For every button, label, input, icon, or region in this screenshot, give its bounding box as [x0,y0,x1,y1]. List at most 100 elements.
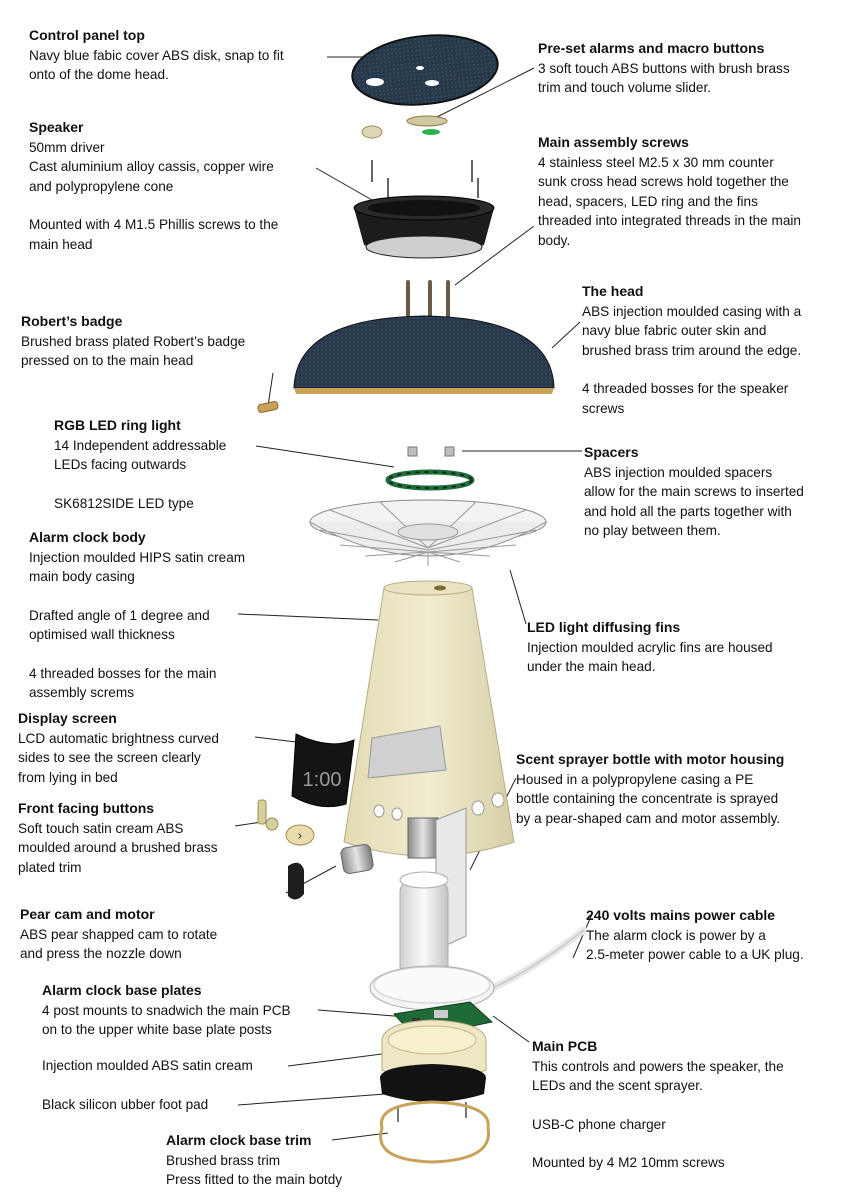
speaker-part [353,195,495,259]
label-line: The alarm clock is power by a [586,927,766,943]
front-buttons-part: › [257,799,315,846]
label-control-panel-top: Control panel top Navy blue fabic cover … [29,26,284,85]
label-spacers: Spacers ABS injection moulded spacers al… [584,443,804,541]
label-line: Press fitted to the main botdy [166,1172,343,1187]
label-title: Speaker [29,119,84,135]
label-line: 4 post mounts to snadwich the main PCB [42,1002,291,1018]
led-ring-part [385,469,475,491]
label-line: ABS injection moulded spacers [584,464,773,480]
label-line: and hold all the parts together with [584,503,792,519]
label-line: trim and touch volume slider. [538,80,712,95]
label-line: ABS pear shapped cam to rotate [20,926,218,942]
label-line: Brushed brass trim [166,1152,281,1168]
label-title: The head [582,283,644,299]
label-line: Soft touch satin cream ABS [18,820,184,836]
label-line: ABS injection moulded casing with a [582,303,802,319]
label-line: Injection moulded ABS satin cream [42,1058,253,1073]
label-line: allow for the main screws to inserted [584,484,804,499]
label-line: sunk cross head screws hold together the [538,174,789,189]
label-line: sides to see the screen clearly [18,750,201,765]
label-line: moulded around a brushed brass [18,840,218,855]
label-line: Brushed brass plated Robert’s badge [21,333,246,349]
label-line: main body casing [29,569,135,584]
label-line: plated trim [18,859,82,875]
base-trim-part [379,1100,491,1164]
label-line: body. [538,232,571,248]
label-title: Display screen [18,710,117,726]
label-foot-pad: Black silicon ubber foot pad [42,1095,208,1115]
label-line: on to the upper white base plate posts [42,1022,272,1037]
control-panel-top-part [351,34,499,106]
label-line: threaded into integrated threads in the … [538,213,801,228]
label-line: Navy blue fabic cover ABS disk, snap to … [29,47,284,63]
label-title: Main PCB [532,1038,598,1054]
label-line: 4 threaded bosses for the main [29,665,217,681]
label-line: SK6812SIDE LED type [54,495,194,511]
label-line: and polypropylene cone [29,178,174,194]
label-title: Scent sprayer bottle with motor housing [516,751,785,767]
scent-sprayer-part [399,807,467,981]
label-title: Spacers [584,444,639,460]
pear-cam-motor-part [288,844,374,900]
label-title: Control panel top [29,27,145,43]
head-part [293,315,555,394]
foot-pad-part [380,1064,486,1102]
label-main-pcb: Main PCB This controls and powers the sp… [532,1037,784,1173]
label-line: pressed on to the main head [21,353,194,368]
led-fins-part [309,499,547,566]
speaker-screws [371,160,479,198]
label-title: Alarm clock base trim [166,1132,312,1148]
label-base-trim: Alarm clock base trim Brushed brass trim… [166,1131,342,1190]
label-speaker: Speaker 50mm driver Cast aluminium alloy… [29,118,278,254]
label-line: by a pear-shaped cam and motor assembly. [516,810,781,826]
label-line: Mounted by 4 M2 10mm screws [532,1155,725,1170]
label-line: 2.5-meter power cable to a UK plug. [586,947,804,962]
label-rgb-led-ring: RGB LED ring light 14 Independent addres… [54,416,226,513]
label-led-fins: LED light diffusing fins Injection mould… [527,618,773,677]
label-title: Pear cam and motor [20,906,155,922]
label-line: assembly screms [29,685,134,700]
label-base-plates: Alarm clock base plates 4 post mounts to… [42,981,291,1040]
label-line: navy blue fabric outer skin and [582,323,767,338]
label-pear-cam: Pear cam and motor ABS pear shapped cam … [20,905,217,964]
label-line: LCD automatic brightness curved [18,730,219,746]
label-line: Cast aluminium alloy cassis, copper wire [29,159,274,174]
label-line: onto of the dome head. [29,67,169,82]
label-line: 4 threaded bosses for the speaker [582,381,789,396]
cream-base-plate-part [381,1019,487,1082]
label-preset-alarms: Pre-set alarms and macro buttons 3 soft … [538,39,790,98]
label-title: Alarm clock base plates [42,982,202,998]
label-roberts-badge: Robert’s badge Brushed brass plated Robe… [21,312,245,371]
label-title: Front facing buttons [18,800,155,816]
leader-lines [234,56,593,1141]
main-assembly-screws-part [406,280,450,324]
label-title: Main assembly screws [538,134,689,150]
label-line: USB-C phone charger [532,1116,666,1132]
label-line: LEDs and the scent sprayer. [532,1078,703,1093]
label-title: RGB LED ring light [54,417,181,433]
label-line: This controls and powers the speaker, th… [532,1058,784,1074]
label-line: main head [29,236,93,252]
label-line: 4 stainless steel M2.5 x 30 mm counter [538,154,774,170]
label-title: 240 volts mains power cable [586,907,776,923]
display-screen-part: 1:00 [291,733,355,808]
label-line: Drafted angle of 1 degree and [29,607,210,623]
label-display-screen: Display screen LCD automatic brightness … [18,709,219,787]
chevron-right-icon: › [297,829,302,844]
base-plates-part [369,965,495,1011]
label-alarm-clock-body: Alarm clock body Injection moulded HIPS … [29,528,245,703]
label-line: 50mm driver [29,139,105,155]
alarm-clock-body-part [343,580,515,857]
spacers-part [407,446,455,457]
preset-buttons-part [361,115,448,139]
label-line: no play between them. [584,523,721,538]
label-line: Black silicon ubber foot pad [42,1097,209,1112]
label-line: 3 soft touch ABS buttons with brush bras… [538,60,790,76]
label-title: Alarm clock body [29,529,146,545]
label-main-assembly-screws: Main assembly screws 4 stainless steel M… [538,133,801,250]
label-line: under the main head. [527,659,656,674]
label-line: LEDs facing outwards [54,457,187,472]
label-cream-abs: Injection moulded ABS satin cream [42,1056,253,1076]
label-line: Housed in a polypropylene casing a PE [516,771,754,787]
